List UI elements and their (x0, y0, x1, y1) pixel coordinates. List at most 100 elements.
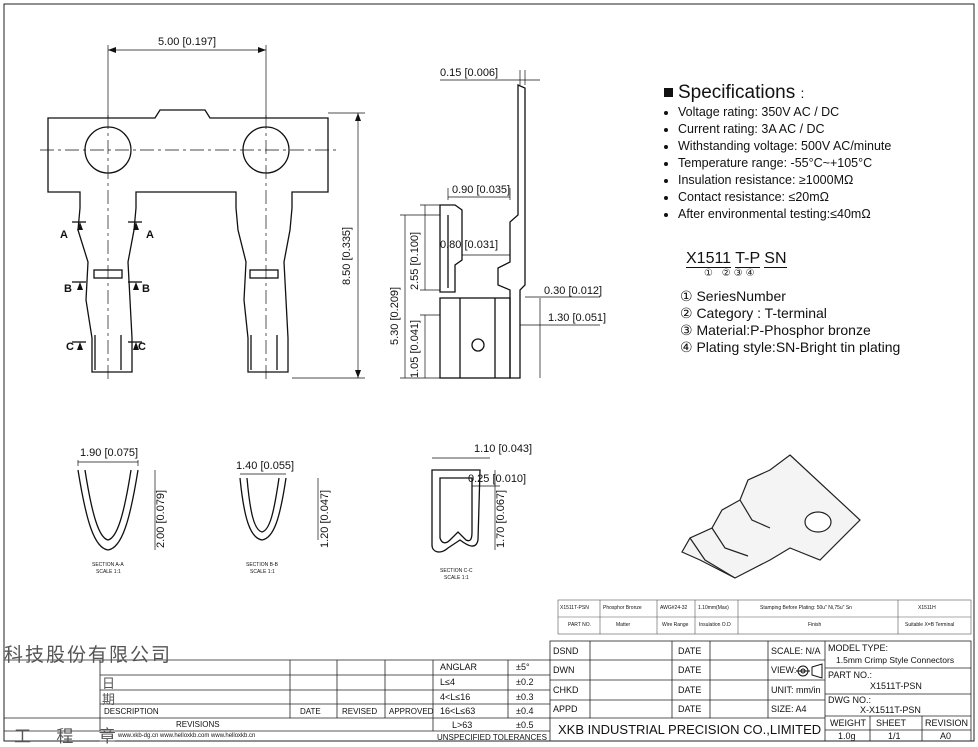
spec-item: Contact resistance: ≤20mΩ (678, 189, 891, 206)
mat-cell: X1511T-PSN (560, 605, 589, 611)
weight-value: 1.0g (838, 731, 856, 741)
sheet-value: 1/1 (888, 731, 901, 741)
part-code-legend: ① SeriesNumber ② Category : T-terminal ③… (680, 288, 900, 356)
section-marker-b-left: B (64, 283, 72, 295)
scale-field: SCALE: N/A (771, 646, 821, 656)
mat-cell: AWG#24-32 (660, 605, 688, 611)
section-marker-a-left: A (60, 229, 68, 241)
tol-label: ANGLAR (440, 662, 478, 672)
legend-item: ② Category : T-terminal (680, 305, 827, 321)
size-field: SIZE: A4 (771, 704, 807, 714)
dim-thickness: 0.15 [0.006] (440, 67, 498, 79)
mat-cell: Phosphor Bronze (603, 605, 642, 611)
tol-label: L>63 (452, 720, 473, 730)
dim-025: 0.25 [0.010] (468, 473, 526, 485)
spec-item: Temperature range: -55°C~+105°C (678, 155, 891, 172)
tol-value: ±0.5 (516, 720, 534, 730)
mat-cell: Suitable X=B Terminal (905, 622, 955, 628)
tolerance-footer: UNSPECIFIED TOLERANCES (437, 733, 547, 742)
section-marker-c-left: C (66, 341, 74, 353)
section-c-scale: SCALE 1:1 (444, 575, 469, 581)
part-code-series: X1511 (686, 250, 732, 268)
mat-cell: Finish (808, 622, 822, 628)
mat-cell: 1.10mm(Max) (698, 605, 729, 611)
section-marker-b-right: B (142, 283, 150, 295)
dwg-no-label: DWG NO.: (828, 695, 871, 705)
part-code-numbers: ① ②③④ (704, 268, 758, 279)
weight-label: WEIGHT (830, 718, 866, 728)
mat-cell: PART NO. (568, 622, 592, 628)
signoff-label: APPD (553, 704, 578, 714)
section-c-label: SECTION C-C (440, 568, 473, 574)
spec-item: Current rating: 3A AC / DC (678, 121, 891, 138)
dim-top-width: 5.00 [0.197] (158, 36, 216, 48)
legend-item: ④ Plating style:SN-Bright tin plating (680, 339, 901, 355)
material-table (557, 599, 972, 635)
part-no-value: X1511T-PSN (870, 681, 922, 691)
section-marker-c-right: C (138, 341, 146, 353)
signoff-date-label: DATE (678, 685, 702, 695)
square-bullet-icon (664, 88, 673, 98)
dim-030: 0.30 [0.012] (544, 285, 602, 297)
specifications-colon: : (800, 85, 805, 101)
dim-170: 1.70 [0.067] (495, 490, 507, 548)
dim-140: 1.40 [0.055] (236, 460, 294, 472)
section-views (77, 457, 500, 553)
signoff-label: DSND (553, 646, 579, 656)
dim-120: 1.20 [0.047] (319, 490, 331, 548)
dim-190: 1.90 [0.075] (80, 447, 138, 459)
projection-icon (796, 663, 823, 679)
company-name: XKB INDUSTRIAL PRECISION CO.,LIMITED (558, 722, 822, 737)
spec-item: Insulation resistance: ≥1000MΩ (678, 172, 891, 189)
mat-cell: Insulation O.D (699, 622, 731, 628)
sheet-label: SHEET (876, 718, 907, 728)
tol-value: ±0.2 (516, 677, 534, 687)
legend-item: ③ Material:P-Phosphor bronze (680, 322, 871, 338)
dim-090: 0.90 [0.035] (452, 184, 510, 196)
spec-list: Voltage rating: 350V AC / DC Current rat… (664, 104, 891, 223)
title-block-lines (4, 640, 972, 742)
spec-item: Voltage rating: 350V AC / DC (678, 104, 891, 121)
rev-col-approved: APPROVED (389, 707, 434, 716)
model-type-label: MODEL TYPE: (828, 643, 889, 653)
revision-label: REVISION (925, 718, 969, 728)
part-no-label: PART NO.: (828, 670, 873, 680)
dim-105: 1.05 [0.041] (409, 320, 421, 378)
tol-label: 4<L≤16 (440, 692, 471, 702)
legend-item: ① SeriesNumber (680, 288, 786, 304)
revision-value: A0 (940, 731, 952, 741)
dim-080: 0.80 [0.031] (440, 239, 498, 251)
tol-value: ±0.4 (516, 706, 534, 716)
section-a-label: SECTION A-A (92, 562, 124, 568)
model-type-value: 1.5mm Crimp Style Connectors (836, 655, 955, 665)
mat-cell: Stamping Before Plating: 50u" Ni,75u" Sn (760, 605, 852, 611)
dim-200: 2.00 [0.079] (155, 490, 167, 548)
tol-label: 16<L≤63 (440, 706, 476, 716)
section-marker-a-right: A (146, 229, 154, 241)
signoff-date-label: DATE (678, 646, 702, 656)
dim-110: 1.10 [0.043] (474, 443, 532, 455)
specifications-title: Specifications (678, 82, 796, 103)
mat-cell: Matter (616, 622, 631, 628)
spec-item: Withstanding voltage: 500V AC/minute (678, 138, 891, 155)
isometric-view (681, 454, 861, 579)
front-view (40, 45, 365, 380)
signoff-date-label: DATE (678, 665, 702, 675)
dim-530: 5.30 [0.209] (389, 287, 401, 345)
specifications-heading: Specifications : (664, 82, 891, 103)
tol-label: L≤4 (440, 677, 455, 687)
section-a-scale: SCALE 1:1 (96, 569, 121, 575)
side-view (400, 70, 600, 379)
signoff-label: DWN (553, 665, 575, 675)
section-b-scale: SCALE 1:1 (250, 569, 275, 575)
chinese-company-name: 科技股份有限公司 (4, 644, 173, 666)
drawing-border (3, 3, 975, 742)
dwg-no-value: X-X1511T-PSN (860, 705, 921, 715)
rev-col-date: DATE (300, 707, 321, 716)
revisions-title: REVISIONS (176, 720, 220, 729)
signoff-label: CHKD (553, 685, 579, 695)
chinese-date: 日期 (102, 676, 116, 707)
chinese-seal: 工 程 章 (14, 727, 126, 747)
spec-item: After environmental testing:≤40mΩ (678, 206, 891, 223)
part-code-plating: SN (764, 250, 787, 268)
